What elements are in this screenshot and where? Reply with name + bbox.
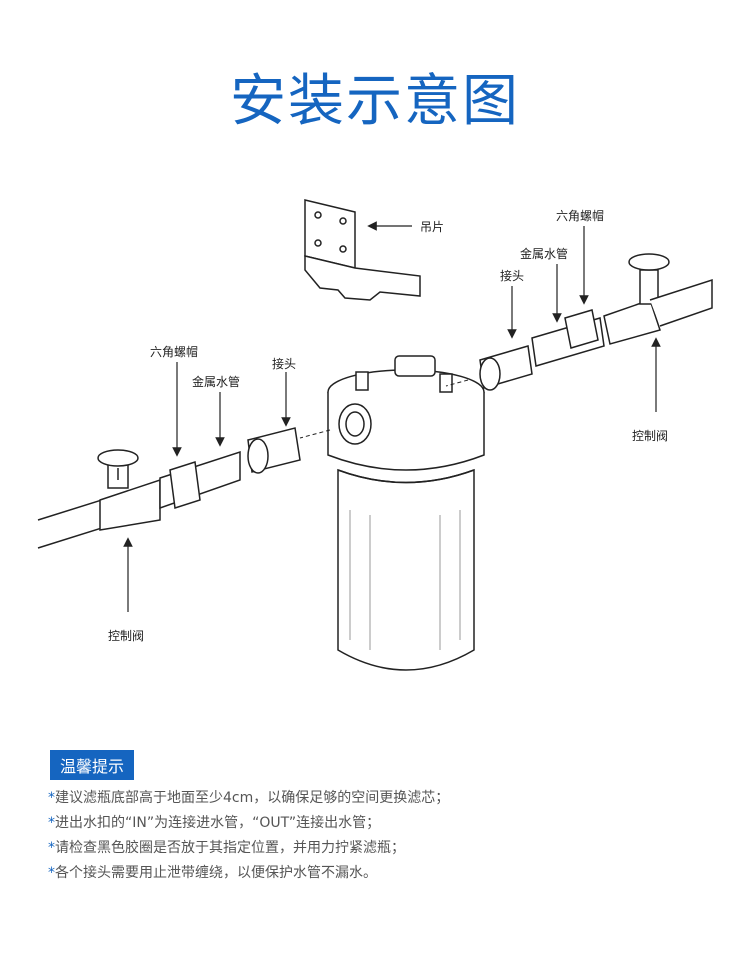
tip-item: *请检查黑色胶圈是否放于其指定位置，并用力拧紧滤瓶； xyxy=(48,836,728,861)
tip-item: *各个接头需要用止泄带缠绕，以便保护水管不漏水。 xyxy=(48,861,728,886)
tip-text: 请检查黑色胶圈是否放于其指定位置，并用力拧紧滤瓶； xyxy=(55,840,405,856)
tip-marker: * xyxy=(48,865,55,881)
tip-item: *建议滤瓶底部高于地面至少4cm，以确保足够的空间更换滤芯； xyxy=(48,786,728,811)
label-left-connector: 接头 xyxy=(272,356,296,371)
tip-text: 建议滤瓶底部高于地面至少4cm，以确保足够的空间更换滤芯； xyxy=(55,790,449,806)
tip-marker: * xyxy=(48,815,55,831)
tips-badge: 温馨提示 xyxy=(50,750,134,780)
label-right-connector: 接头 xyxy=(500,268,524,283)
label-right-nut: 六角螺帽 xyxy=(556,208,604,223)
installation-diagram: 吊片 控制阀 六角螺帽 金属水管 接头 xyxy=(0,160,750,720)
page-title: 安装示意图 xyxy=(0,56,750,137)
tips-list: *建议滤瓶底部高于地面至少4cm，以确保足够的空间更换滤芯； *进出水扣的“IN… xyxy=(48,786,728,886)
label-left-pipe: 金属水管 xyxy=(192,374,240,389)
label-left-nut: 六角螺帽 xyxy=(150,344,198,359)
tip-item: *进出水扣的“IN”为连接进水管，“OUT”连接出水管； xyxy=(48,811,728,836)
label-left-valve: 控制阀 xyxy=(108,629,144,643)
filter-housing xyxy=(328,356,484,670)
label-right-pipe: 金属水管 xyxy=(520,246,568,261)
tip-marker: * xyxy=(48,840,55,856)
left-pipe-assembly xyxy=(38,428,300,548)
mounting-bracket xyxy=(305,200,420,300)
label-right-valve: 控制阀 xyxy=(632,429,668,443)
tip-text: 进出水扣的“IN”为连接进水管，“OUT”连接出水管； xyxy=(55,815,380,831)
tip-text: 各个接头需要用止泄带缠绕，以便保护水管不漏水。 xyxy=(55,865,377,881)
tip-marker: * xyxy=(48,790,55,806)
label-bracket: 吊片 xyxy=(420,220,444,234)
